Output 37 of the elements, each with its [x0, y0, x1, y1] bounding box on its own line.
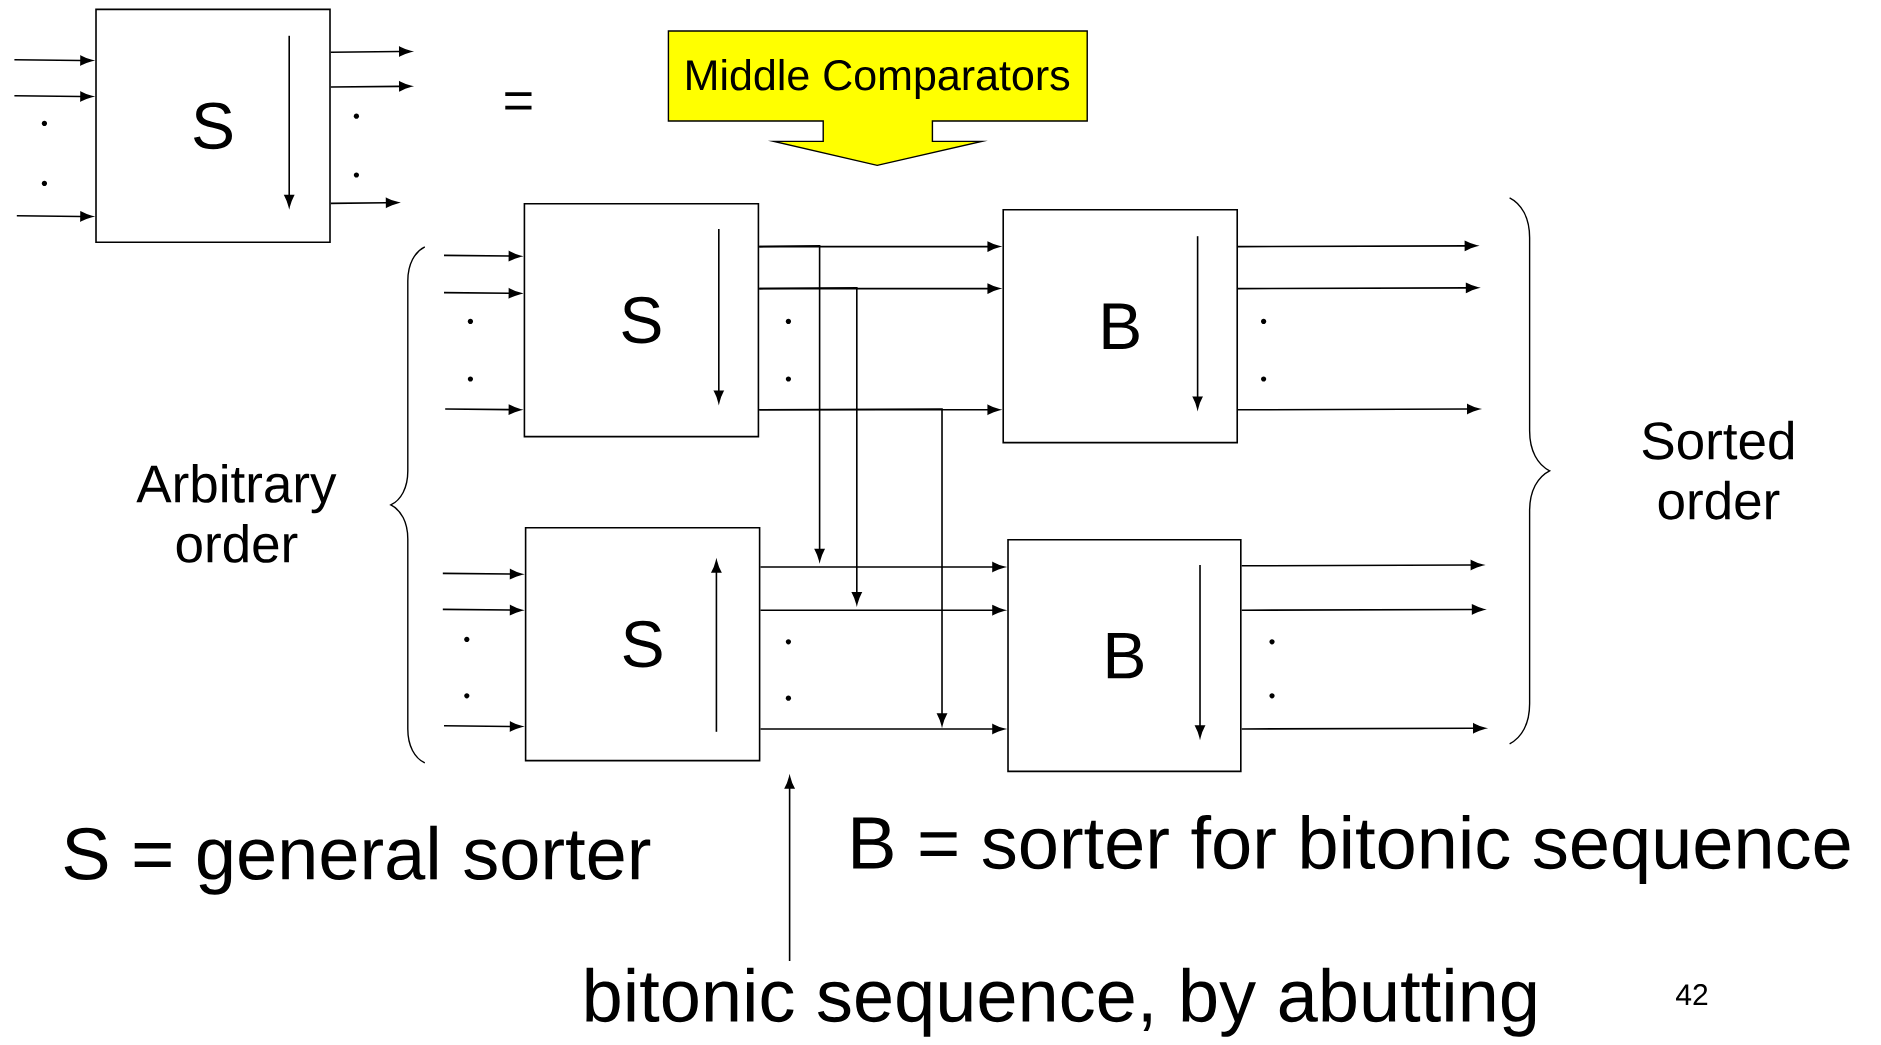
arrow: [1237, 282, 1479, 293]
arrow: [758, 244, 825, 562]
arrow: [330, 197, 399, 208]
arrow: [13, 91, 93, 102]
arrow: [759, 605, 1005, 616]
text-label: Sorted order: [1642, 420, 1794, 520]
arrow: [758, 408, 947, 726]
arrow: [330, 81, 412, 92]
equals-sign: =: [505, 92, 532, 110]
arrow: [1240, 560, 1484, 570]
sorter-box: B: [1002, 209, 1238, 444]
arrow: [443, 251, 522, 261]
annotation: bitonic sequence, by abutting: [586, 967, 1536, 1037]
arrow: [1237, 404, 1480, 414]
arrow: [758, 287, 862, 605]
arrow: [759, 724, 1005, 734]
text-label: Arbitrary order: [136, 463, 337, 563]
arrow: [442, 569, 523, 579]
arrow: [1237, 240, 1478, 251]
arrow: [1240, 723, 1486, 734]
text-label: B = sorter for bitonic sequence: [853, 814, 1850, 884]
arrow: [1240, 604, 1485, 615]
arrow: [13, 55, 93, 66]
text-label: S = general sorter: [64, 825, 651, 895]
page-number: 42: [1676, 984, 1708, 1006]
arrow: [784, 776, 795, 962]
arrow: [330, 46, 412, 57]
sorter-box: S: [524, 527, 761, 762]
arrow: [16, 211, 93, 222]
arrow: [759, 562, 1005, 572]
sorter-box: B: [1007, 539, 1242, 773]
sorter-box: S: [523, 203, 760, 438]
arrow: [443, 288, 522, 299]
sorter-box: S: [95, 8, 331, 243]
arrow: [443, 721, 523, 732]
arrow: [444, 404, 522, 415]
arrow: [442, 605, 523, 615]
